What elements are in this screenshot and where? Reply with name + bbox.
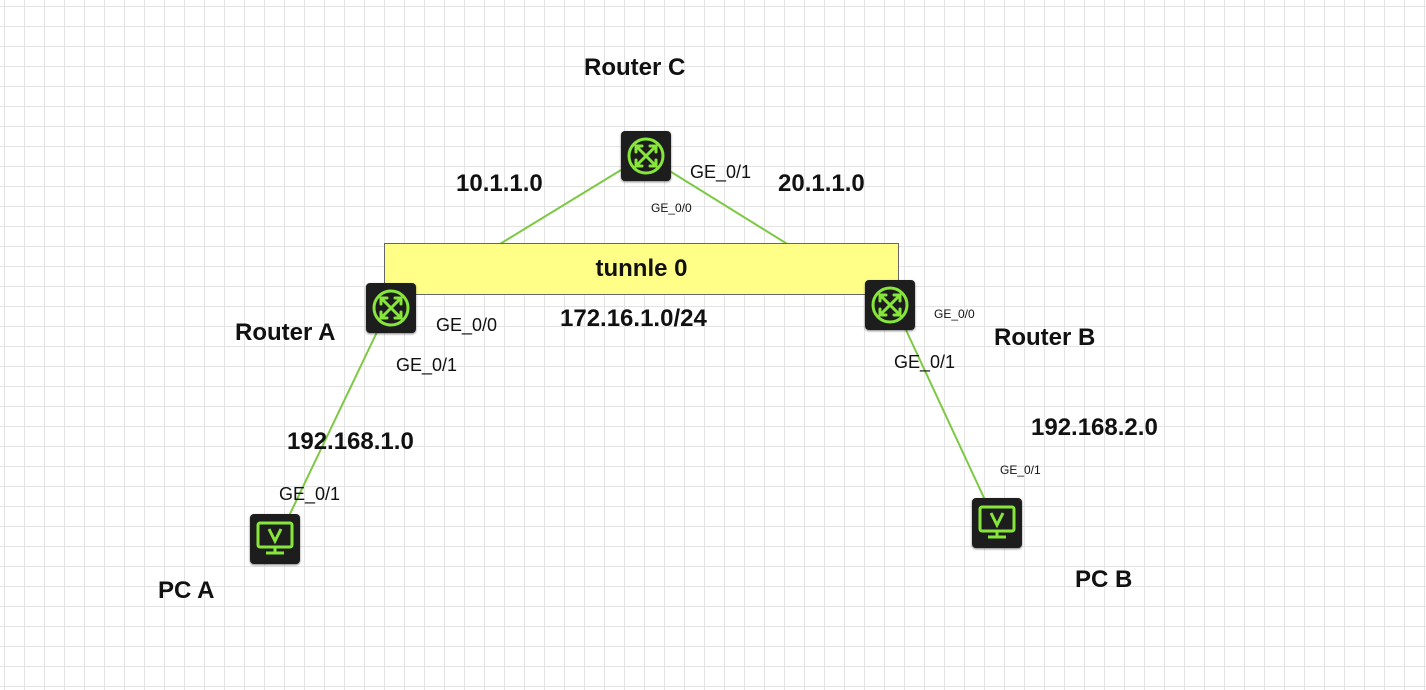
pc-a-device[interactable] <box>250 514 300 564</box>
network-a-pc-label: 192.168.1.0 <box>287 428 414 455</box>
pc-b-device[interactable] <box>972 498 1022 548</box>
tunnel-label: tunnle 0 <box>595 255 688 282</box>
tunnel-subnet-label: 172.16.1.0/24 <box>560 305 707 332</box>
router-icon <box>372 289 410 327</box>
link-router-a-pc-a[interactable] <box>287 331 378 519</box>
pc-a-label: PC A <box>158 577 215 604</box>
pc-icon <box>256 521 294 555</box>
router-c-label: Router C <box>584 54 686 81</box>
router-icon <box>871 286 909 324</box>
router-a-port-ge01: GE_0/1 <box>396 355 458 375</box>
router-c-port-ge00: GE_0/0 <box>651 201 692 215</box>
router-b-label: Router B <box>994 324 1096 351</box>
router-a-label: Router A <box>235 319 336 346</box>
network-c-b-label: 20.1.1.0 <box>778 170 865 197</box>
router-b-device[interactable] <box>865 280 915 330</box>
tunnel-box[interactable]: tunnle 0 <box>384 243 899 295</box>
router-icon <box>627 137 665 175</box>
pc-a-port-ge01: GE_0/1 <box>279 484 341 504</box>
pc-b-label: PC B <box>1075 566 1133 593</box>
link-router-b-pc-b[interactable] <box>905 329 986 501</box>
router-c-device[interactable] <box>621 131 671 181</box>
pc-b-port-ge01: GE_0/1 <box>1000 463 1041 477</box>
router-a-device[interactable] <box>366 283 416 333</box>
router-c-port-ge01: GE_0/1 <box>690 162 752 182</box>
network-a-c-label: 10.1.1.0 <box>456 170 543 197</box>
router-b-port-ge01: GE_0/1 <box>894 352 956 372</box>
router-b-port-ge00: GE_0/0 <box>934 307 975 321</box>
network-b-pc-label: 192.168.2.0 <box>1031 414 1158 441</box>
pc-icon <box>978 505 1016 539</box>
router-a-port-ge00: GE_0/0 <box>436 315 498 335</box>
